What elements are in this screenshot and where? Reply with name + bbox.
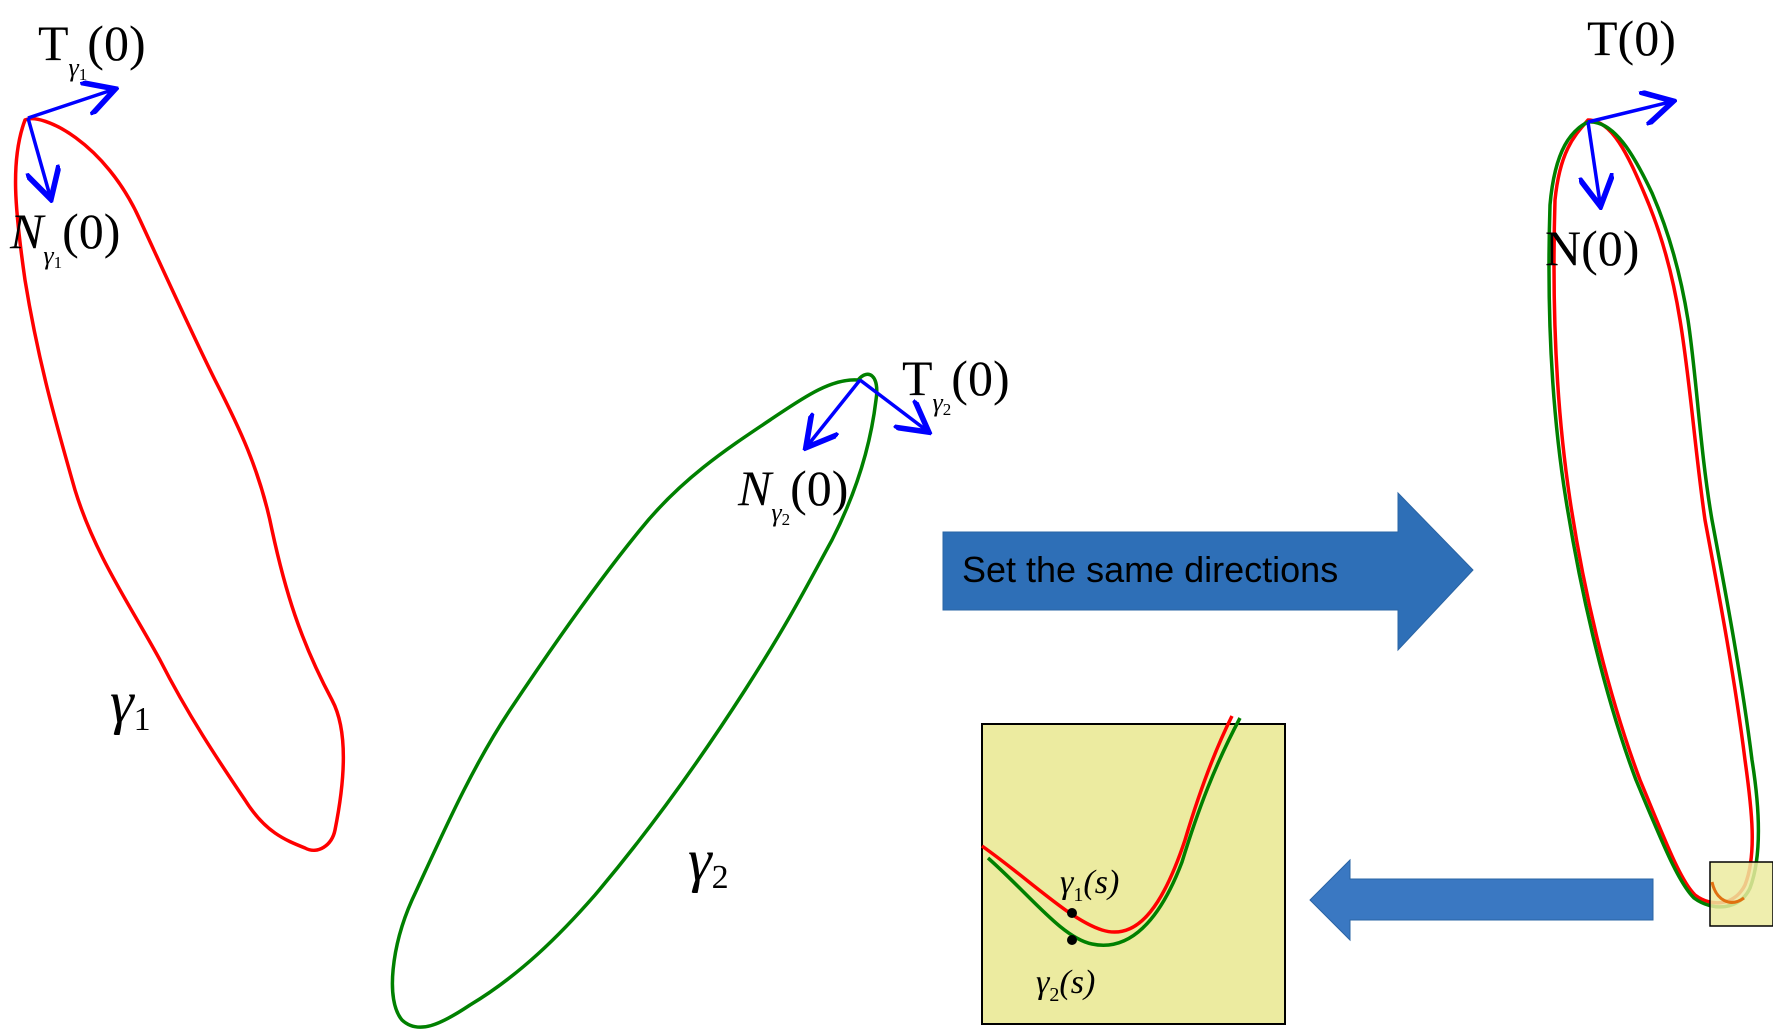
tangent-label-gamma2: Tγ2(0)	[902, 350, 1010, 419]
set-directions-arrow-shape	[942, 491, 1474, 652]
tangent-vector-aligned	[1587, 102, 1670, 122]
normal-label-gamma2: Nγ2(0)	[737, 460, 848, 529]
normal-vector-gamma2	[808, 378, 862, 445]
normal-label-gamma1: Nγ1(0)	[9, 203, 120, 272]
curve-name-gamma2: γ2	[688, 827, 729, 896]
tangent-vector-gamma1	[27, 90, 112, 120]
zoom-back-arrow	[1309, 858, 1654, 942]
curve-name-gamma1: γ1	[110, 669, 151, 738]
tangent-label-aligned: T(0)	[1587, 10, 1676, 66]
zoom-curve-gamma2	[986, 717, 1242, 947]
point-gamma1-s	[1067, 908, 1077, 918]
tangent-label-gamma1: Tγ1(0)	[38, 15, 146, 84]
curve-gamma2-group: Tγ2(0) Nγ2(0) γ2	[390, 350, 1010, 1029]
curve-gamma1	[13, 117, 345, 852]
zoom-region-marker	[1709, 861, 1773, 927]
curve-gamma1-group: Tγ1(0) Nγ1(0) γ1	[9, 15, 345, 852]
normal-vector-aligned	[1588, 121, 1600, 203]
point-gamma2-s	[1067, 935, 1077, 945]
zoom-inset-box	[981, 723, 1286, 1025]
normal-label-aligned: N(0)	[1545, 220, 1639, 276]
set-directions-arrow: Set the same directions	[942, 491, 1474, 652]
label-gamma1-s: γ1(s)	[1060, 864, 1119, 906]
set-directions-label: Set the same directions	[962, 549, 1338, 590]
zoom-region-curve-overlay	[1710, 881, 1745, 904]
aligned-curves-group: T(0) N(0)	[1545, 10, 1773, 927]
label-gamma2-s: γ2(s)	[1036, 964, 1095, 1006]
zoom-inset: γ1(s) γ2(s)	[980, 715, 1286, 1025]
curve-gamma2	[390, 372, 879, 1029]
normal-vector-gamma1	[28, 117, 50, 196]
tangent-vector-gamma2	[858, 378, 926, 430]
zoom-curve-gamma1	[980, 715, 1234, 934]
